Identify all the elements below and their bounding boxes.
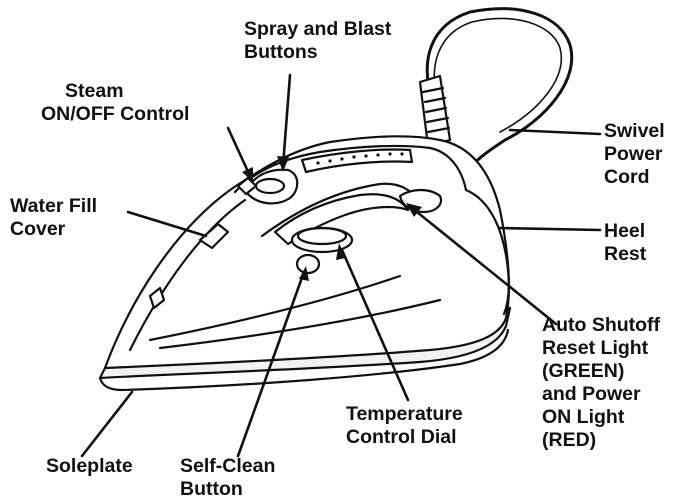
leader-heel [500,228,600,230]
label-self-clean-button: Self-Clean Button [180,455,275,501]
label-water-fill-cover: Water Fill Cover [10,195,97,241]
leader-steam [228,128,250,176]
label-spray-blast-buttons: Spray and Blast Buttons [244,18,391,64]
label-auto-shutoff: Auto Shutoff Reset Light (GREEN) and Pow… [542,314,660,452]
leader-spray [283,75,290,166]
label-heel-rest: Heel Rest [604,220,646,266]
label-temperature-control-dial: Temperature Control Dial [346,403,463,449]
leader-soleplate [82,392,132,456]
label-swivel-power-cord: Swivel Power Cord [604,120,665,189]
leader-swivel [510,130,600,134]
label-steam-control: Steam ON/OFF Control [41,80,189,126]
label-soleplate: Soleplate [46,455,133,478]
self-clean-button-shape [297,255,319,273]
